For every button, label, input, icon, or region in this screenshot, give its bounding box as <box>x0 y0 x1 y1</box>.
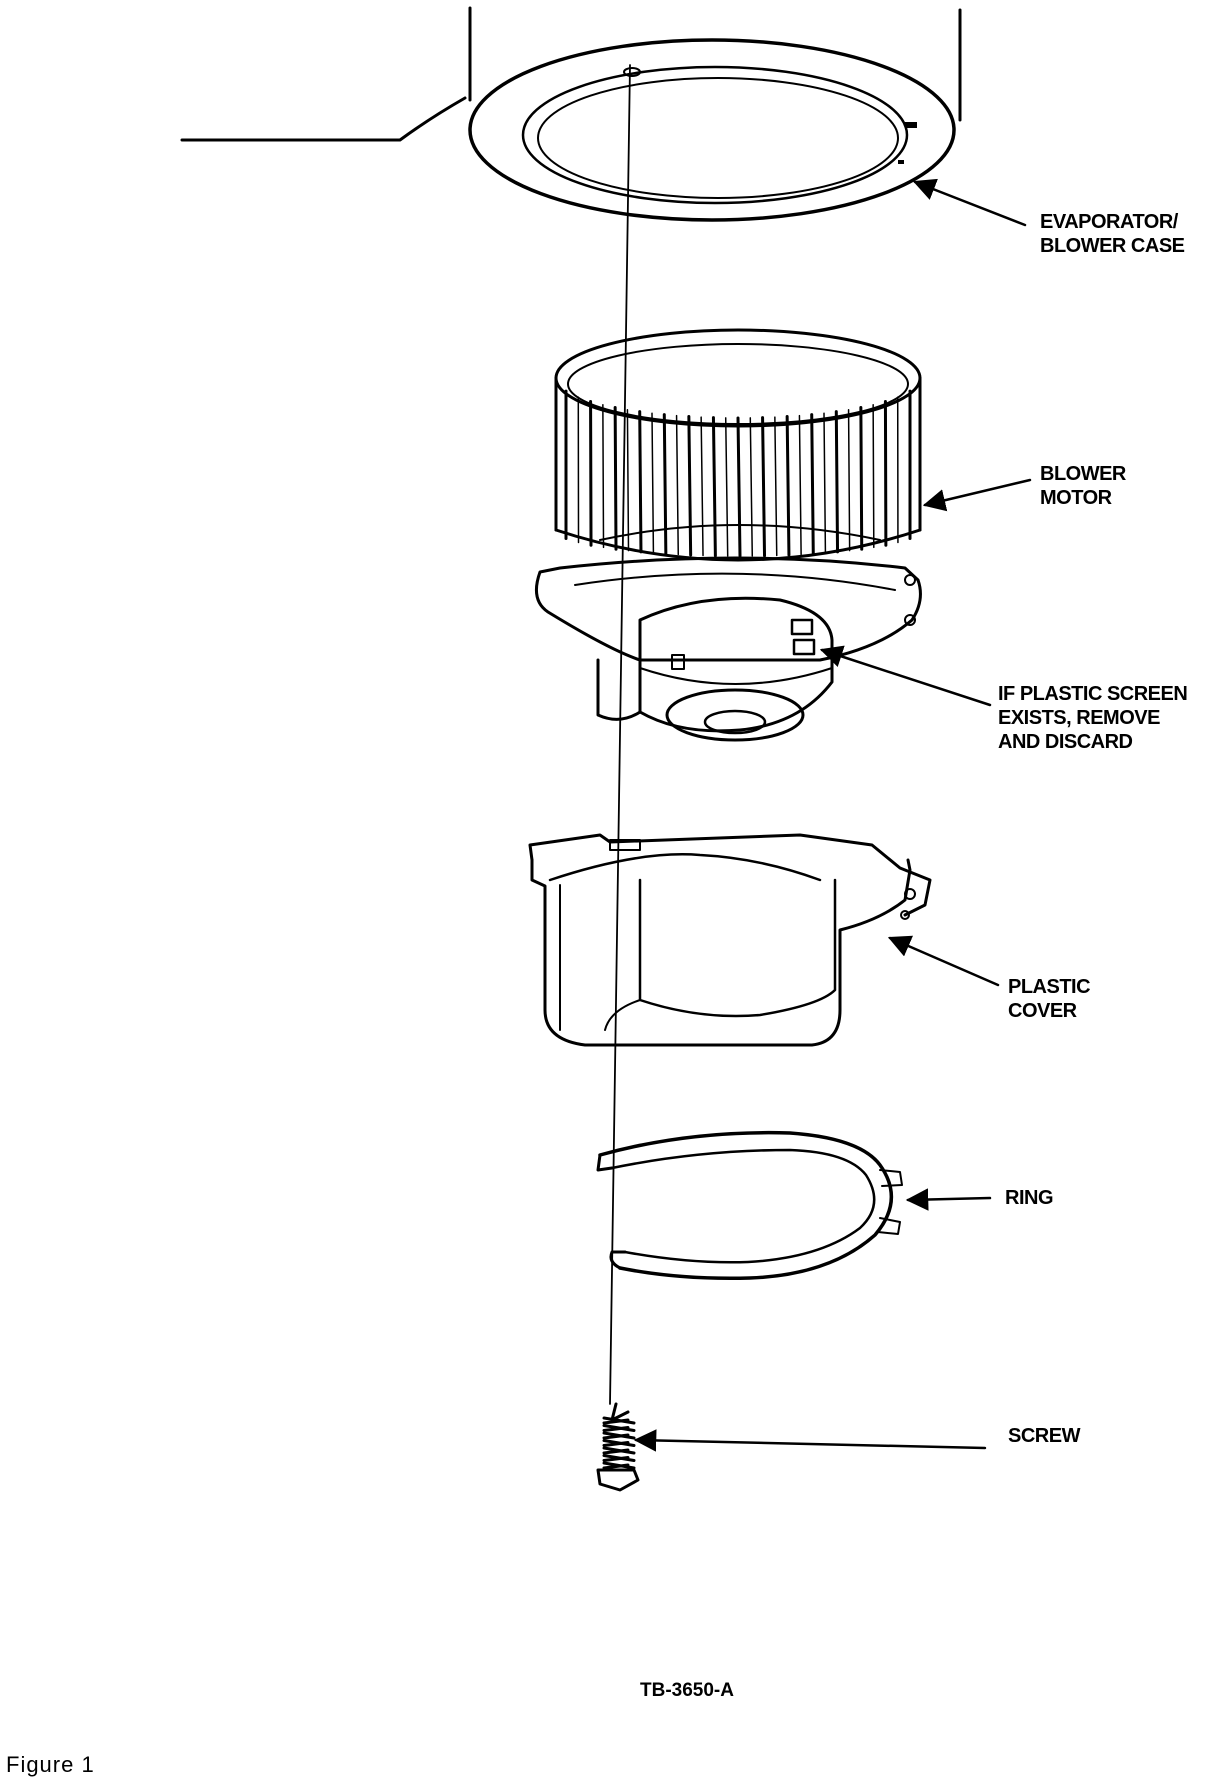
blower-wheel-fin <box>823 412 827 554</box>
screw-threads <box>602 1416 636 1470</box>
blower-wheel-fin <box>675 414 680 556</box>
screw-thread <box>602 1446 636 1455</box>
blower-wheel-fins <box>564 389 912 558</box>
label-line: PLASTIC <box>1008 976 1091 998</box>
label-line: MOTOR <box>1040 487 1112 509</box>
figure-caption: Figure 1 <box>6 1752 95 1777</box>
blower-wheel-fin <box>662 413 668 556</box>
blower-wheel-fin <box>626 409 630 552</box>
leader-ring <box>905 1188 992 1211</box>
label-line: AND DISCARD <box>998 731 1133 753</box>
blower-wheel-fin <box>700 416 704 557</box>
leader-plastic-cover <box>887 935 1000 987</box>
label-plastic-screen: IF PLASTIC SCREEN EXISTS, REMOVE AND DIS… <box>998 682 1188 754</box>
label-line: SCREW <box>1008 1425 1080 1447</box>
label-line: BLOWER CASE <box>1040 235 1185 257</box>
label-line: EVAPORATOR/ <box>1040 211 1178 233</box>
blower-wheel-fin <box>774 416 778 557</box>
screw-thread <box>602 1461 636 1470</box>
evaporator-blower-case <box>180 6 962 222</box>
label-line: COVER <box>1008 1000 1077 1022</box>
blower-wheel-fin <box>798 414 802 556</box>
blower-wheel-fin <box>711 416 717 558</box>
blower-wheel-fin <box>638 410 643 554</box>
screw <box>596 1402 640 1492</box>
blower-wheel-fin <box>651 412 655 554</box>
blower-wheel-fin <box>810 413 815 556</box>
leader-blower-motor <box>922 478 1032 512</box>
screw-thread <box>602 1424 636 1432</box>
blower-motor <box>534 328 922 742</box>
leader-evaporator-case <box>912 178 1027 227</box>
label-line: EXISTS, REMOVE <box>998 707 1160 729</box>
drawing-id: TB-3650-A <box>640 1680 734 1701</box>
blower-wheel-fin <box>761 416 767 558</box>
blower-wheel-fin <box>859 406 864 551</box>
blower-wheel-fin <box>872 404 875 549</box>
blower-wheel-fin <box>602 404 605 549</box>
assembly-center-line <box>609 64 631 1405</box>
blower-wheel-fin <box>785 415 791 557</box>
screw-thread <box>602 1454 636 1462</box>
screw-thread <box>602 1416 636 1425</box>
leader-plastic-screen <box>819 645 992 707</box>
label-blower-motor: BLOWER MOTOR <box>1040 462 1126 510</box>
screw-thread <box>602 1431 636 1440</box>
label-screw: SCREW <box>1008 1424 1080 1448</box>
label-line: BLOWER <box>1040 463 1126 485</box>
blower-wheel-fin <box>749 417 754 557</box>
blower-wheel-fin <box>847 409 851 552</box>
label-plastic-cover: PLASTIC COVER <box>1008 975 1091 1023</box>
blower-wheel-fin <box>613 406 618 551</box>
plastic-cover <box>528 833 932 1047</box>
blower-wheel-fin <box>687 415 693 557</box>
leader-lines <box>633 178 1032 1452</box>
leader-screw <box>633 1429 987 1452</box>
label-line: RING <box>1005 1187 1054 1209</box>
screw-thread <box>602 1439 636 1447</box>
blower-wheel-fin <box>724 417 729 557</box>
blower-wheel-fin <box>834 410 840 554</box>
label-evaporator-blower-case: EVAPORATOR/ BLOWER CASE <box>1040 210 1185 258</box>
blower-wheel-fin <box>736 416 742 558</box>
label-ring: RING <box>1005 1186 1054 1210</box>
label-line: IF PLASTIC SCREEN <box>998 683 1188 705</box>
retaining-ring <box>596 1130 903 1281</box>
